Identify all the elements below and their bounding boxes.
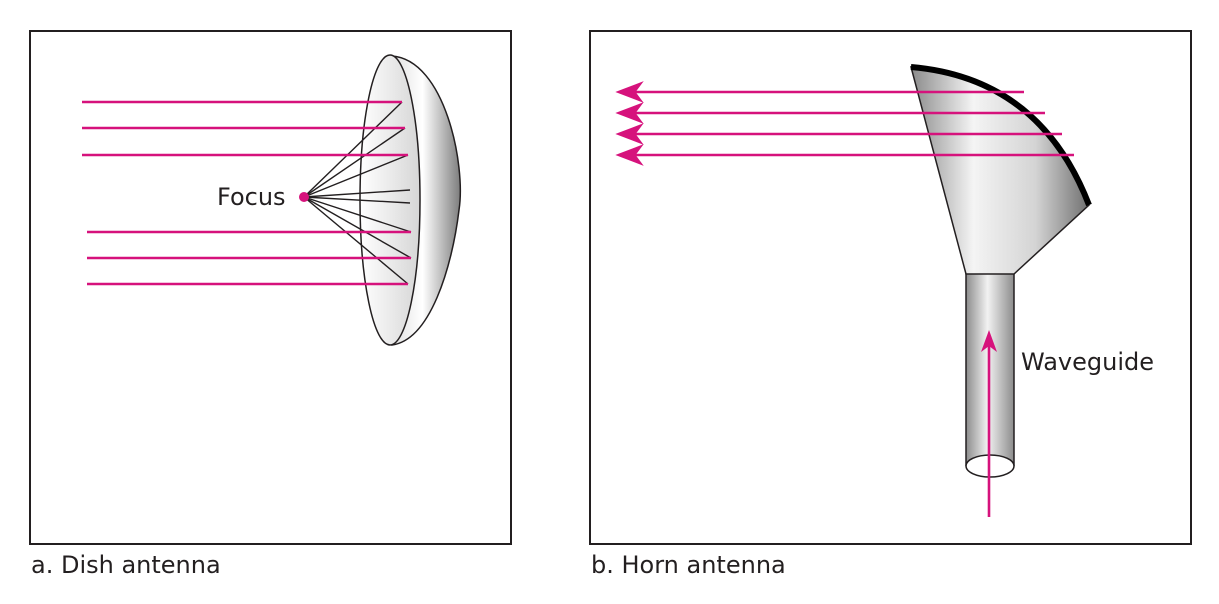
focus-point	[299, 192, 309, 202]
dish-caption: a. Dish antenna	[31, 551, 221, 579]
horn-aperture	[910, 64, 1092, 207]
ray-arrowhead	[615, 102, 644, 124]
ray-arrowhead	[615, 144, 644, 166]
waveguide-tube	[965, 272, 1015, 478]
horn-caption: b. Horn antenna	[591, 551, 786, 579]
focus-label: Focus	[217, 183, 286, 211]
horn-flare	[910, 64, 1092, 275]
ray-arrowhead	[615, 123, 644, 145]
dish-incoming-rays	[82, 100, 411, 286]
waveguide-feed-arrow	[981, 330, 997, 517]
horn-panel: Waveguide	[589, 30, 1192, 545]
dish-panel: Focus	[29, 30, 512, 545]
focus-reflection-lines	[303, 101, 412, 285]
horn-outgoing-rays	[615, 81, 1074, 166]
ray-arrowhead	[615, 81, 644, 103]
horn-panel-frame	[589, 30, 1192, 545]
waveguide-label: Waveguide	[1021, 348, 1154, 376]
